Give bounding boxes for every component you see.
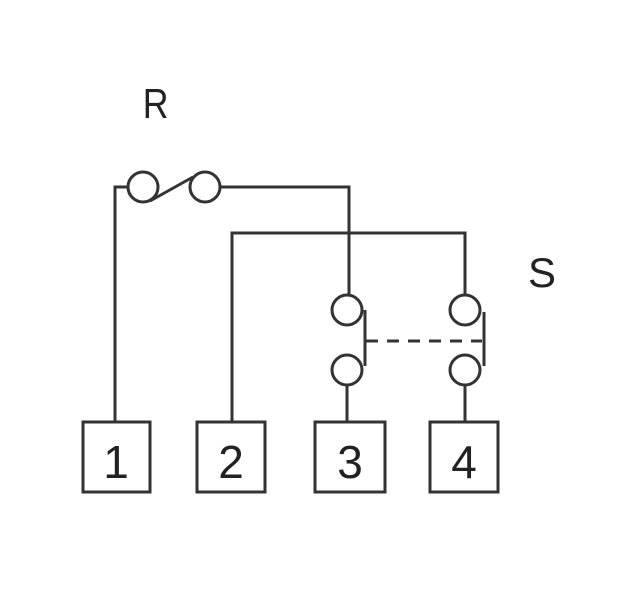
switch-label: S: [528, 249, 556, 296]
terminal-label: 1: [103, 436, 129, 488]
relay-contact: [113, 170, 351, 422]
terminal-4: 4: [428, 420, 500, 494]
wire-terminal-2: [230, 231, 467, 422]
terminal-1: 1: [81, 420, 152, 494]
terminal-3: 3: [313, 420, 387, 494]
terminal-2: 2: [195, 420, 267, 494]
terminal-label: 2: [218, 436, 244, 488]
terminal-label: 3: [337, 436, 363, 488]
terminal-label: 4: [451, 436, 477, 488]
switch-contact-left: [330, 293, 367, 422]
switch-contact-right: [448, 293, 486, 422]
relay-label: R: [143, 81, 169, 127]
